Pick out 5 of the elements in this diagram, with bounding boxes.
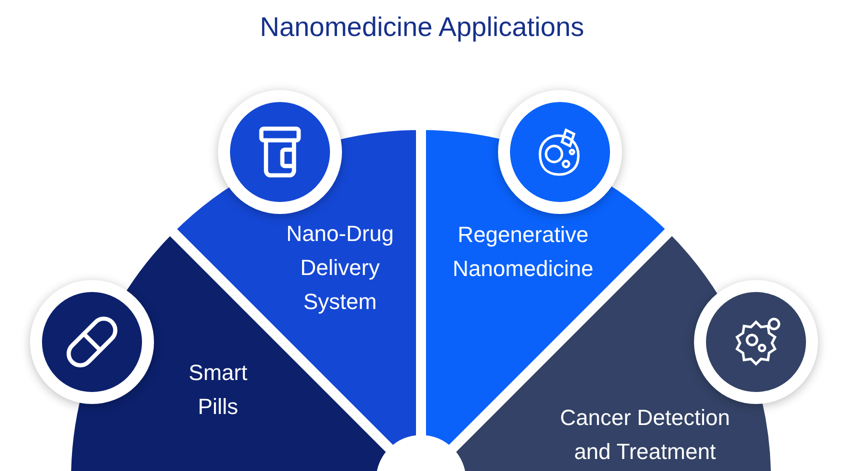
segment-label: Regenerative Nanomedicine [452, 221, 594, 283]
segment-label: Smart Pills [188, 359, 248, 421]
segment-label: Nano-Drug Delivery System [285, 220, 395, 316]
title: Nanomedicine Applications [258, 12, 586, 43]
segment-label: Cancer Detection and Treatment [559, 404, 731, 466]
